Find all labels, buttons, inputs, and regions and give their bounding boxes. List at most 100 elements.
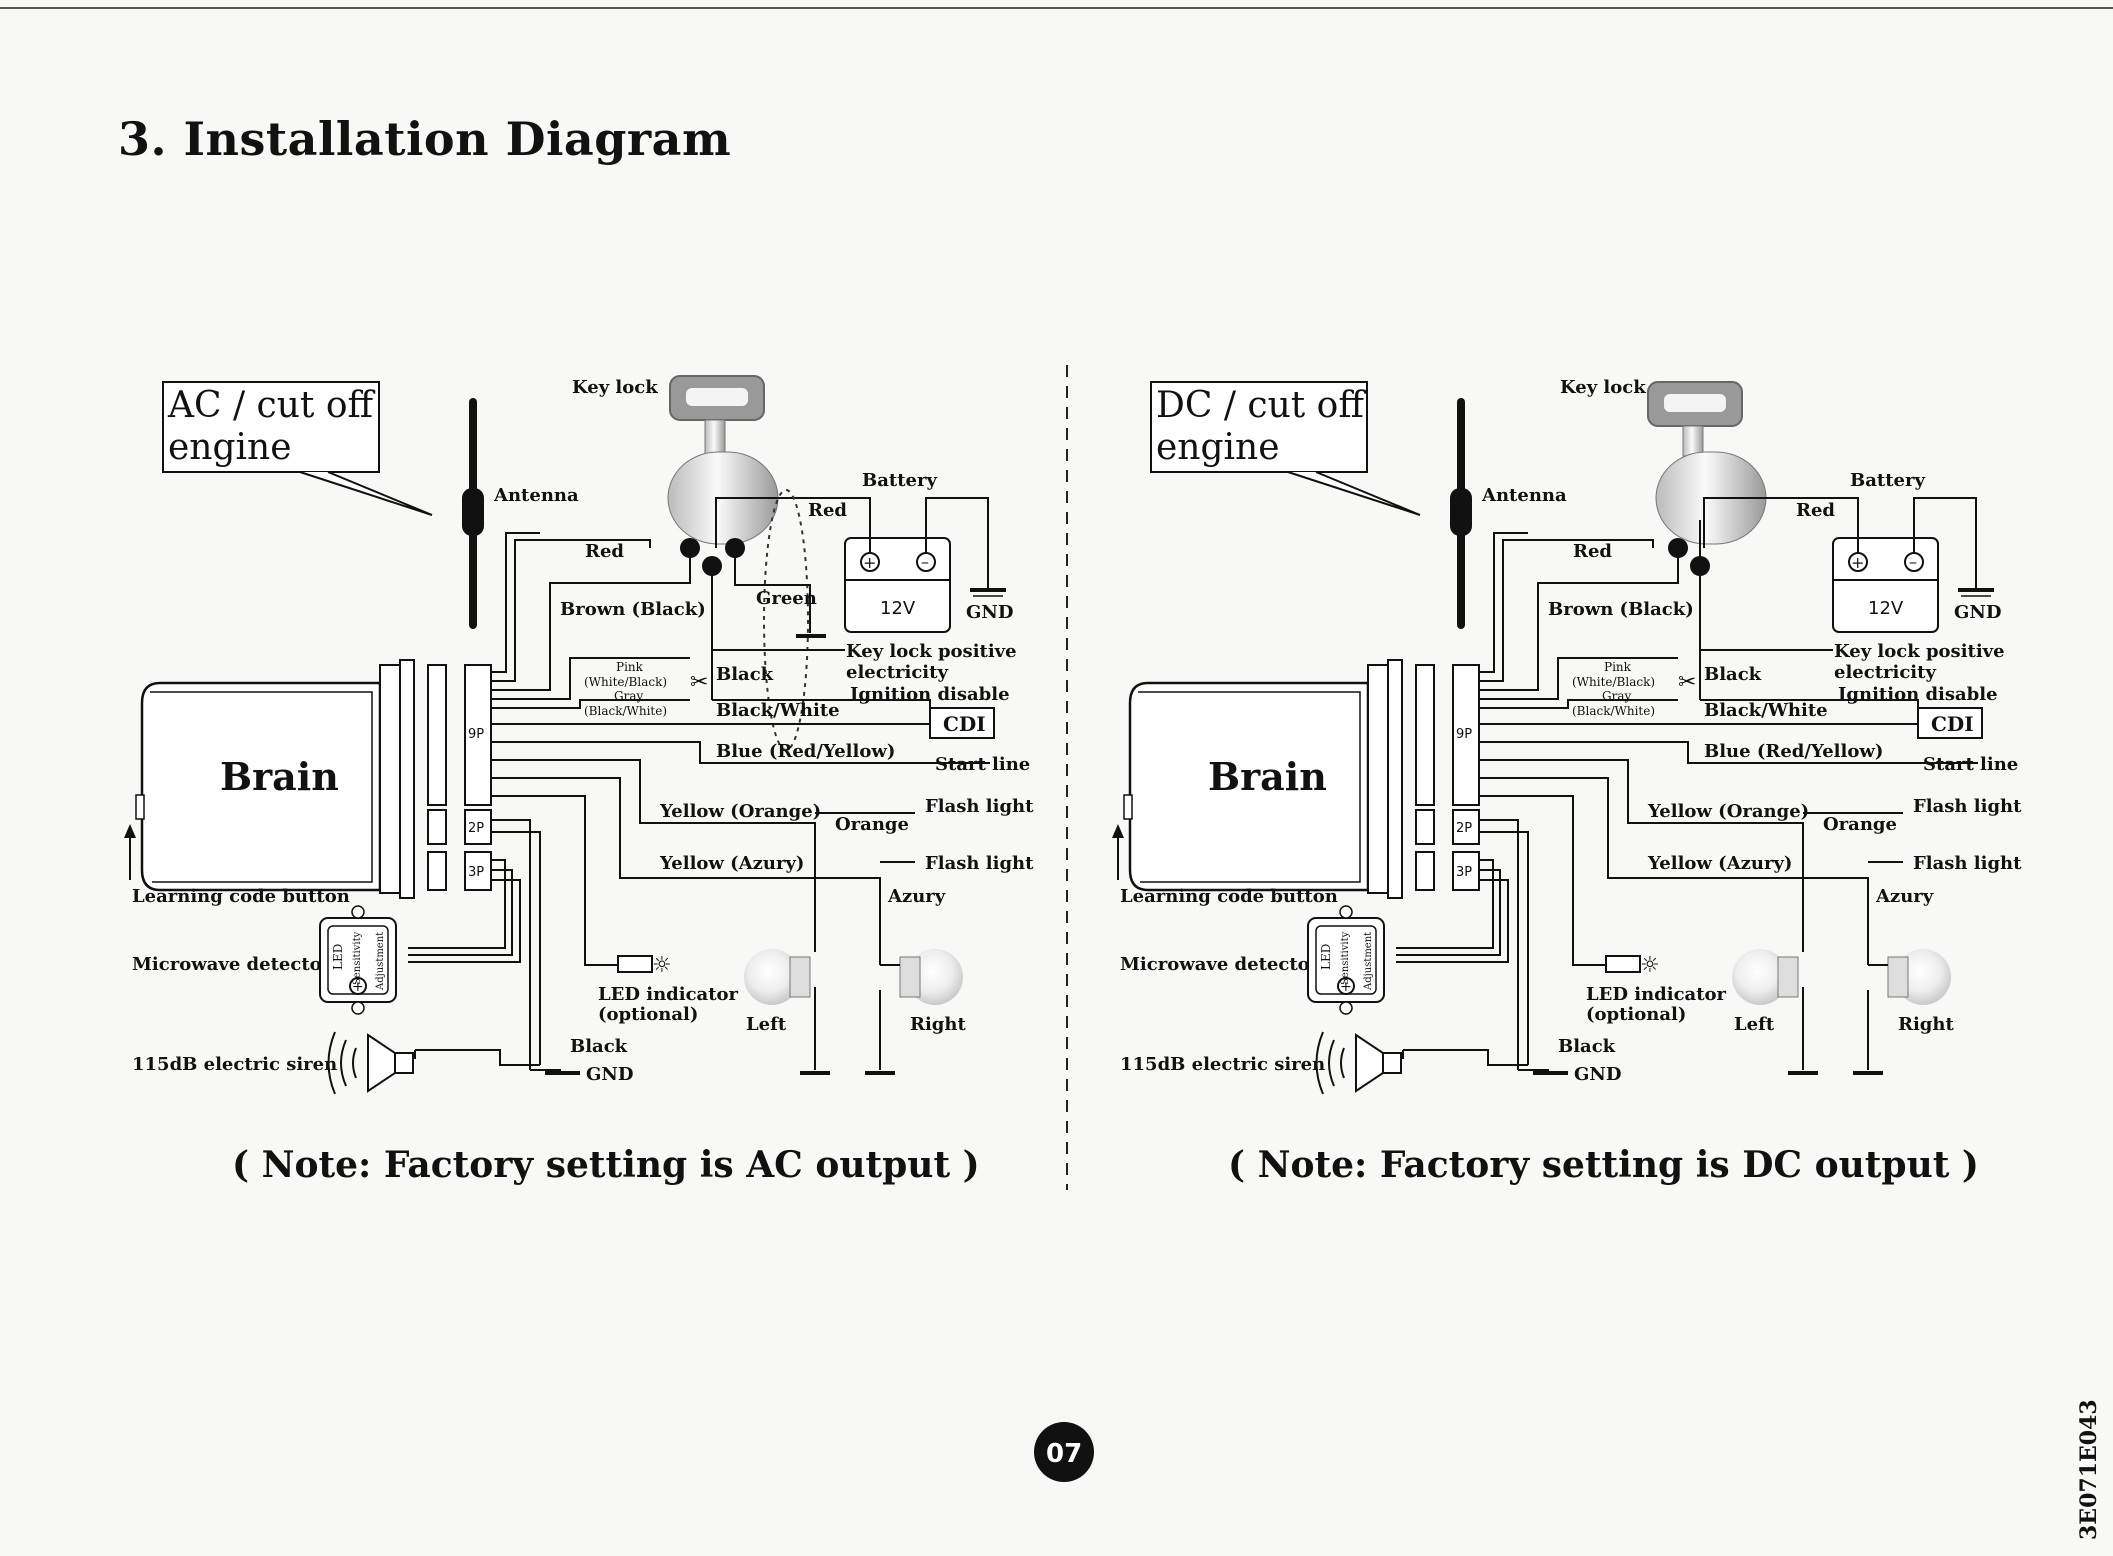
battery: Battery + – 12V [1832, 470, 1939, 633]
antenna-label: Antenna [1481, 485, 1567, 506]
battery-minus: – [1909, 552, 1917, 571]
mode-label-line2: engine [168, 427, 292, 468]
blue-red-yellow-label: Blue (Red/Yellow) [716, 741, 895, 762]
microwave-detector: Microwave detector + LED Sensitivity Adj… [132, 905, 397, 1015]
learning-code-button-label: Learning code button [1120, 886, 1338, 907]
key-lock-positive-label: Key lock positive [1834, 641, 2005, 662]
page-title: 3. Installation Diagram [118, 112, 732, 166]
cut-scissors-icon: ✂ [690, 670, 708, 695]
start-line-label: Start line [935, 754, 1030, 775]
black-wire-label: Black [716, 664, 774, 685]
microwave-detector-label: Microwave detector [1120, 954, 1320, 975]
key-lock-positive-label: Key lock positive [846, 641, 1017, 662]
led-light-icon: ☼ [1640, 953, 1660, 978]
yellow-orange-label: Yellow (Orange) [659, 801, 821, 822]
white-black-label: (White/Black) [584, 675, 667, 689]
connector-3p-label: 3P [468, 865, 484, 880]
right-flash-lamp: Right [865, 949, 966, 1075]
red-battery-label: Red [808, 500, 847, 521]
battery-plus: + [1851, 553, 1864, 572]
brain-unit: Brain 9P 2P 3P [135, 659, 492, 899]
key-lock-label: Key lock [1560, 377, 1646, 398]
siren-label: 115dB electric siren [132, 1054, 337, 1075]
cdi-box [1917, 707, 1983, 739]
adjustment-label: Adjustment [1363, 932, 1374, 991]
connector-2p-label: 2P [468, 821, 484, 836]
cdi-box [929, 707, 995, 739]
led-indicator: ☼ LED indicator (optional) [1586, 953, 1727, 1025]
led-light-icon: ☼ [652, 953, 672, 978]
microwave-detector-label: Microwave detector [132, 954, 332, 975]
battery: Battery + – 12V [844, 470, 951, 633]
left-label: Left [746, 1014, 787, 1035]
black-gnd-label: Black [1558, 1036, 1616, 1057]
brown-black-label: Brown (Black) [1548, 599, 1694, 620]
black-gnd-label: Black [570, 1036, 628, 1057]
red-key-label: Red [1573, 541, 1612, 562]
ac-diagram: AC / cut off engine Antenna Key lock [124, 375, 1034, 1186]
adjust-plus-icon: + [352, 979, 364, 995]
electricity-label: electricity [846, 662, 948, 683]
battery-voltage: 12V [1868, 598, 1904, 619]
pink-label: Pink [1604, 660, 1632, 674]
cdi-label: CDI [1931, 712, 1974, 736]
led-optional-label: (optional) [1586, 1004, 1686, 1025]
adjust-plus-icon: + [1340, 979, 1352, 995]
led-optional-label: (optional) [598, 1004, 698, 1025]
page-number-badge: 07 [1034, 1422, 1094, 1482]
flash-light-1-label: Flash light [925, 796, 1034, 817]
gnd-battery-label: GND [966, 602, 1013, 623]
black-white-small-label: (Black/White) [1572, 704, 1655, 718]
red-battery-label: Red [1796, 500, 1835, 521]
factory-setting-note: ( Note: Factory setting is DC output ) [1228, 1144, 1979, 1186]
learning-code-button-label: Learning code button [132, 886, 350, 907]
siren: 115dB electric siren [132, 1031, 416, 1095]
key-lock: Key lock [1560, 377, 1767, 576]
connector-2p-label: 2P [1456, 821, 1472, 836]
ground-symbol [1958, 588, 1994, 597]
siren-label: 115dB electric siren [1120, 1054, 1325, 1075]
brain-unit: Brain 9P 2P 3P [1123, 659, 1480, 899]
azury-label: Azury [1875, 886, 1934, 907]
gray-label: Gray [1602, 689, 1631, 703]
battery-plus: + [863, 553, 876, 572]
black-wire-label: Black [1704, 664, 1762, 685]
left-flash-lamp: Left [1732, 949, 1818, 1075]
mode-label-line1: DC / cut off [1156, 385, 1366, 426]
antenna: Antenna [1450, 398, 1567, 629]
gray-label: Gray [614, 689, 643, 703]
gnd-bottom-label: GND [1574, 1064, 1621, 1085]
side-code: 3E071E043 [2076, 1399, 2102, 1540]
mode-label-line2: engine [1156, 427, 1280, 468]
black-white-label: Black/White [716, 700, 840, 721]
cdi-label: CDI [943, 712, 986, 736]
yellow-azury-label: Yellow (Azury) [659, 853, 804, 874]
led-indicator: ☼ LED indicator (optional) [598, 953, 739, 1025]
dc-diagram: DC / cut off engine Antenna Key lock Bat… [1112, 377, 2022, 1186]
connector-3p-label: 3P [1456, 865, 1472, 880]
led-indicator-label: LED indicator [598, 984, 739, 1005]
connector-9p-label: 9P [468, 727, 484, 742]
gnd-battery-label: GND [1954, 602, 2001, 623]
battery-label: Battery [862, 470, 937, 491]
green-label: Green [756, 588, 817, 609]
led-indicator-label: LED indicator [1586, 984, 1727, 1005]
blue-red-yellow-label: Blue (Red/Yellow) [1704, 741, 1883, 762]
pink-label: Pink [616, 660, 644, 674]
flash-light-2-label: Flash light [925, 853, 1034, 874]
key-lock: Key lock [572, 375, 779, 576]
page-number: 07 [1046, 1439, 1082, 1469]
green-loop [763, 489, 809, 751]
yellow-azury-label: Yellow (Azury) [1647, 853, 1792, 874]
gnd-bottom-label: GND [586, 1064, 633, 1085]
siren: 115dB electric siren [1120, 1031, 1404, 1095]
mode-label-line1: AC / cut off [167, 385, 375, 426]
start-line-label: Start line [1923, 754, 2018, 775]
orange-label: Orange [835, 814, 909, 835]
mode-callout: AC / cut off engine [162, 381, 433, 516]
flash-light-2-label: Flash light [1913, 853, 2022, 874]
brown-black-label: Brown (Black) [560, 599, 706, 620]
mode-callout: DC / cut off engine [1150, 381, 1421, 516]
sensitivity-label: Sensitivity [352, 931, 363, 985]
